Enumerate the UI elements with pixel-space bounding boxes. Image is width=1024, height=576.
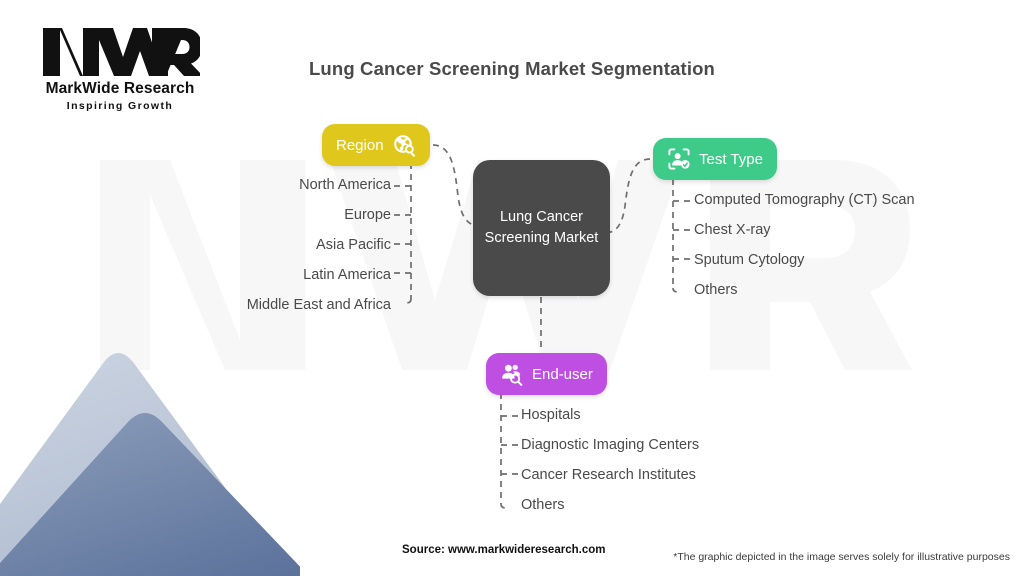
mwr-monogram-icon — [43, 28, 200, 76]
list-item: Hospitals — [521, 407, 581, 423]
logo-company-name: MarkWide Research — [45, 80, 195, 97]
list-item: Cancer Research Institutes — [521, 467, 696, 483]
list-item: North America — [299, 177, 391, 193]
branch-label-end-user: End-user — [532, 365, 593, 383]
list-item: Others — [521, 497, 565, 513]
list-item: Computed Tomography (CT) Scan — [694, 192, 915, 208]
list-item: Diagnostic Imaging Centers — [521, 437, 700, 453]
brand-logo: MarkWide Research Inspiring Growth — [32, 26, 208, 112]
source-attribution: Source: www.markwideresearch.com — [402, 544, 606, 556]
list-item: Latin America — [303, 267, 391, 283]
list-item: Middle East and Africa — [246, 297, 391, 313]
globe-search-icon — [393, 135, 415, 157]
center-node-label: Lung Cancer Screening Market — [484, 208, 599, 246]
list-item: Sputum Cytology — [694, 252, 805, 268]
disclaimer-text: *The graphic depicted in the image serve… — [673, 551, 1010, 563]
center-node: Lung Cancer Screening Market — [473, 160, 610, 296]
list-item: Asia Pacific — [316, 237, 391, 253]
list-item: Europe — [344, 207, 391, 223]
person-scan-icon — [668, 148, 690, 170]
branch-items-end-user: Hospitals Diagnostic Imaging Centers Can… — [521, 408, 699, 528]
people-search-icon — [502, 364, 523, 386]
list-item: Chest X-ray — [694, 222, 771, 238]
branch-items-test-type: Computed Tomography (CT) Scan Chest X-ra… — [694, 193, 915, 313]
branch-badge-test-type[interactable]: Test Type — [653, 138, 777, 180]
corner-shapes-icon — [0, 353, 300, 576]
branch-badge-end-user[interactable]: End-user — [486, 353, 607, 395]
page-title: Lung Cancer Screening Market Segmentatio… — [308, 58, 716, 79]
logo-tagline: Inspiring Growth — [66, 100, 174, 112]
branch-label-region: Region — [336, 136, 384, 154]
branch-badge-region[interactable]: Region — [322, 124, 430, 166]
branch-items-region: North America Europe Asia Pacific Latin … — [247, 178, 391, 328]
list-item: Others — [694, 282, 738, 298]
branch-label-test-type: Test Type — [699, 150, 763, 168]
